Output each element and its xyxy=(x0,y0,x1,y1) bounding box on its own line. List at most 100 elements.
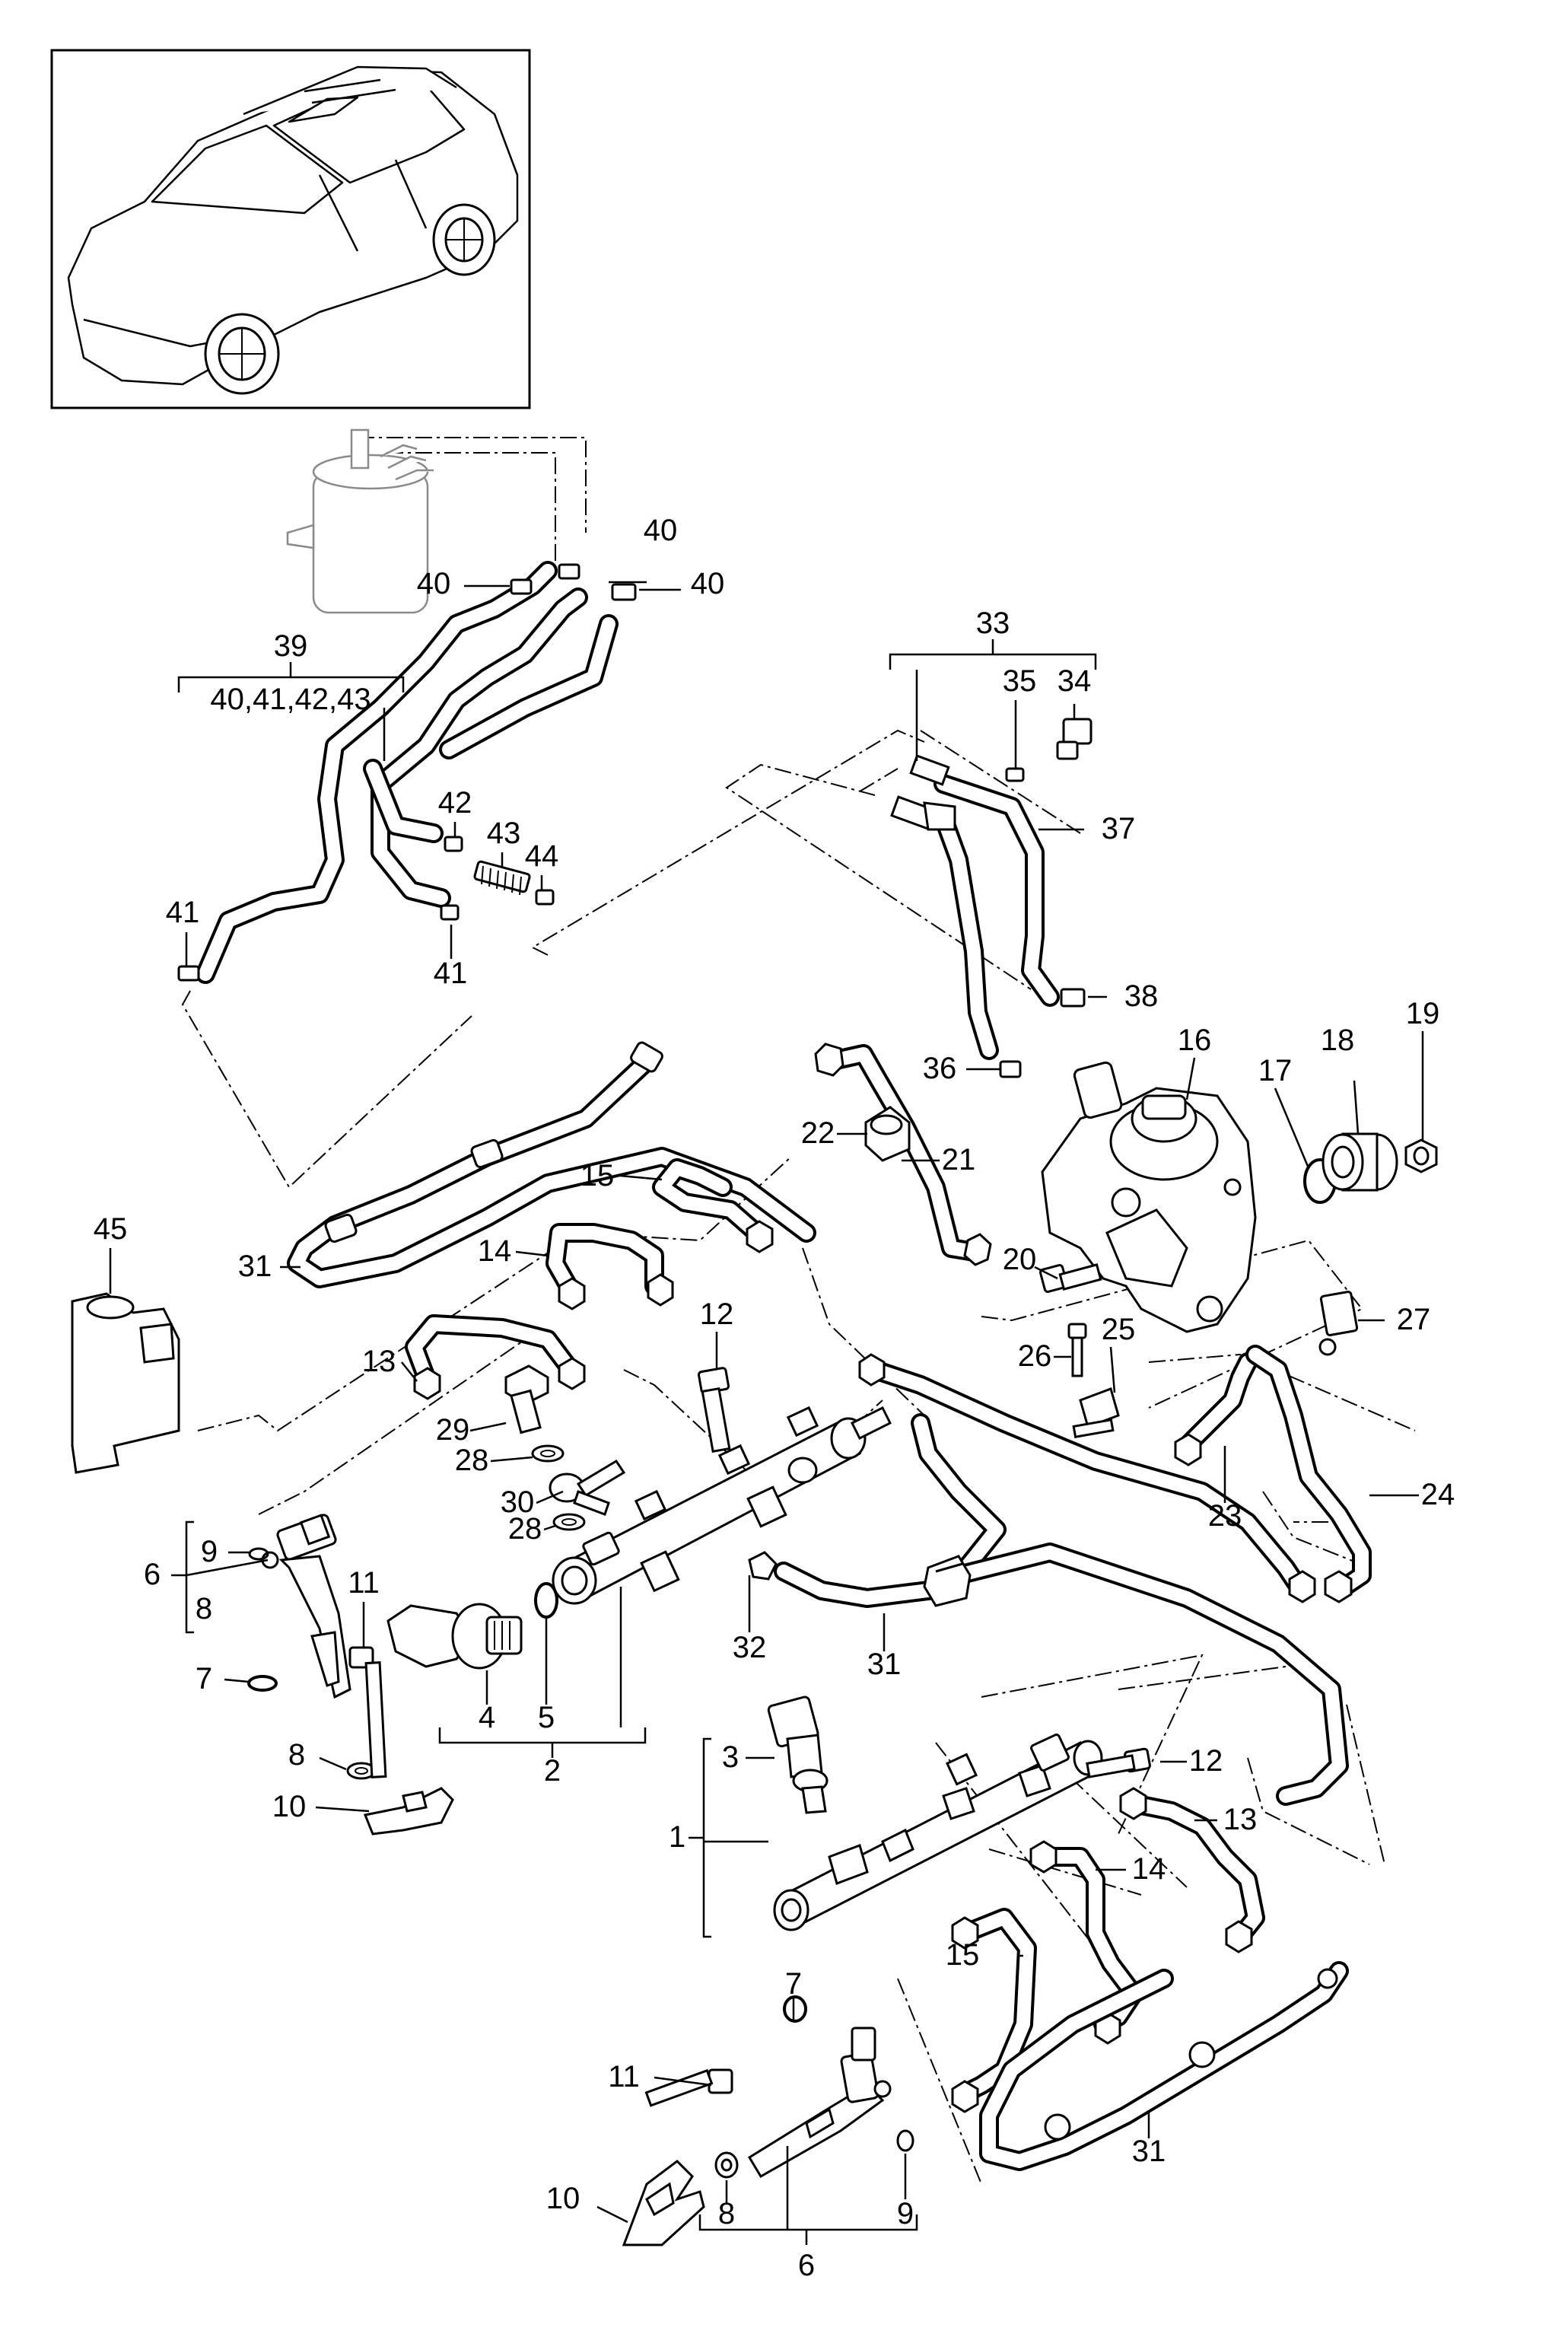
label-7-left: 7 xyxy=(196,1662,212,1695)
label-30: 30 xyxy=(501,1485,535,1519)
oring-9-left xyxy=(248,1547,269,1561)
line-31-middle xyxy=(748,1413,1349,1806)
label-15-upper: 15 xyxy=(580,1159,615,1192)
bolt-12-lower xyxy=(1086,1747,1151,1778)
label-45: 45 xyxy=(94,1212,128,1246)
label-43: 43 xyxy=(487,817,521,850)
label-40-b: 40 xyxy=(644,514,678,547)
label-31-middle: 31 xyxy=(867,1648,902,1681)
hose-37 xyxy=(890,754,1060,1060)
injection-line-14-upper xyxy=(545,1223,674,1310)
label-38: 38 xyxy=(1124,979,1159,1013)
label-26: 26 xyxy=(1018,1339,1052,1373)
label-23: 23 xyxy=(1208,1499,1242,1533)
label-42: 42 xyxy=(438,786,472,820)
label-11-bottom: 11 xyxy=(608,2060,640,2093)
label-39-sub: 40,41,42,43 xyxy=(210,683,371,716)
label-9-bottom: 9 xyxy=(897,2197,914,2230)
leader-lines xyxy=(109,581,1424,2245)
label-28-b: 28 xyxy=(508,1512,542,1546)
label-1: 1 xyxy=(669,1820,685,1854)
label-35: 35 xyxy=(1003,664,1037,698)
label-12-upper: 12 xyxy=(700,1297,734,1331)
label-40-c: 40 xyxy=(691,567,725,600)
bolt-11-left xyxy=(348,1646,387,1778)
label-16: 16 xyxy=(1178,1024,1212,1057)
washer-8-bottom xyxy=(714,2151,739,2179)
label-41-a: 41 xyxy=(166,896,200,929)
label-15-lower: 15 xyxy=(946,1938,980,1972)
oring-9-bottom xyxy=(896,2129,914,2152)
label-18: 18 xyxy=(1321,1024,1355,1057)
sensor-34 xyxy=(1056,718,1093,760)
injection-line-14-lower xyxy=(1029,1840,1143,2045)
label-8-bottom: 8 xyxy=(718,2197,735,2230)
spring-43 xyxy=(473,860,531,896)
cover-45 xyxy=(71,1292,180,1474)
injection-line-15-upper xyxy=(652,1158,774,1253)
bolt-12-upper xyxy=(697,1367,731,1453)
label-11-left: 11 xyxy=(348,1566,380,1600)
label-41-b: 41 xyxy=(434,957,468,990)
injection-line-13-lower xyxy=(1119,1787,1265,1953)
clamp-10-bottom xyxy=(622,2160,705,2246)
label-10-left: 10 xyxy=(272,1790,307,1823)
label-28-a: 28 xyxy=(455,1444,489,1477)
label-22: 22 xyxy=(801,1116,835,1150)
fuel-rail-lower xyxy=(773,1734,1103,1931)
label-6-left: 6 xyxy=(144,1558,161,1591)
seal-7-bottom xyxy=(783,1995,807,2023)
line-24 xyxy=(1245,1345,1372,1603)
label-10-bottom: 10 xyxy=(546,2182,580,2215)
label-17: 17 xyxy=(1258,1054,1293,1087)
injector-left xyxy=(261,1514,351,1699)
label-8-left-a: 8 xyxy=(196,1592,212,1625)
label-33: 33 xyxy=(976,607,1010,640)
label-14-lower: 14 xyxy=(1132,1852,1166,1886)
label-25: 25 xyxy=(1102,1313,1136,1346)
label-14-upper: 14 xyxy=(478,1234,512,1268)
bolt-26 xyxy=(1067,1323,1087,1377)
injection-line-15-lower xyxy=(951,1908,1037,2113)
label-19: 19 xyxy=(1406,997,1440,1030)
pressure-valve-4 xyxy=(386,1603,523,1670)
banjo-bolt-29 xyxy=(504,1364,549,1434)
label-27: 27 xyxy=(1397,1303,1431,1336)
washers-28 xyxy=(531,1444,586,1531)
line-31-lower xyxy=(979,1961,1349,2171)
pressure-sensor-3 xyxy=(767,1695,829,1814)
injector-bottom xyxy=(747,2027,892,2179)
pump-bolt-20 xyxy=(1039,1263,1102,1293)
pump-gear-18 xyxy=(1322,1132,1398,1192)
line-23 xyxy=(858,1352,1316,1603)
banjo-fitting-30 xyxy=(549,1459,626,1516)
label-31-upper: 31 xyxy=(238,1250,272,1283)
label-32: 32 xyxy=(733,1631,767,1664)
label-12-lower: 12 xyxy=(1189,1744,1223,1778)
clamps-upper xyxy=(177,563,1093,1078)
label-40-a: 40 xyxy=(417,567,451,600)
seal-7-left xyxy=(247,1675,278,1692)
label-24: 24 xyxy=(1421,1478,1455,1511)
bracket-25 xyxy=(1072,1387,1120,1438)
pump-nut-19 xyxy=(1404,1138,1438,1173)
label-44: 44 xyxy=(525,839,559,873)
label-37: 37 xyxy=(1102,812,1136,845)
high-pressure-pump xyxy=(1041,1061,1257,1333)
label-4: 4 xyxy=(479,1701,495,1734)
label-8-left-b: 8 xyxy=(288,1738,305,1772)
fuel-filter-reference xyxy=(286,428,434,614)
seal-ring-5 xyxy=(534,1582,558,1619)
label-36: 36 xyxy=(923,1052,957,1085)
injection-line-13-upper xyxy=(405,1314,586,1400)
label-13-lower: 13 xyxy=(1223,1803,1258,1836)
label-6-bottom: 6 xyxy=(798,2249,815,2282)
bolt-11-bottom xyxy=(644,2068,733,2107)
label-9-left: 9 xyxy=(201,1535,218,1568)
label-7-bottom: 7 xyxy=(785,1967,802,2001)
damper-22 xyxy=(864,1106,911,1162)
hose-bundle-39 xyxy=(196,561,619,984)
label-31-lower: 31 xyxy=(1132,2135,1166,2168)
fuel-rail-upper xyxy=(552,1406,892,1605)
